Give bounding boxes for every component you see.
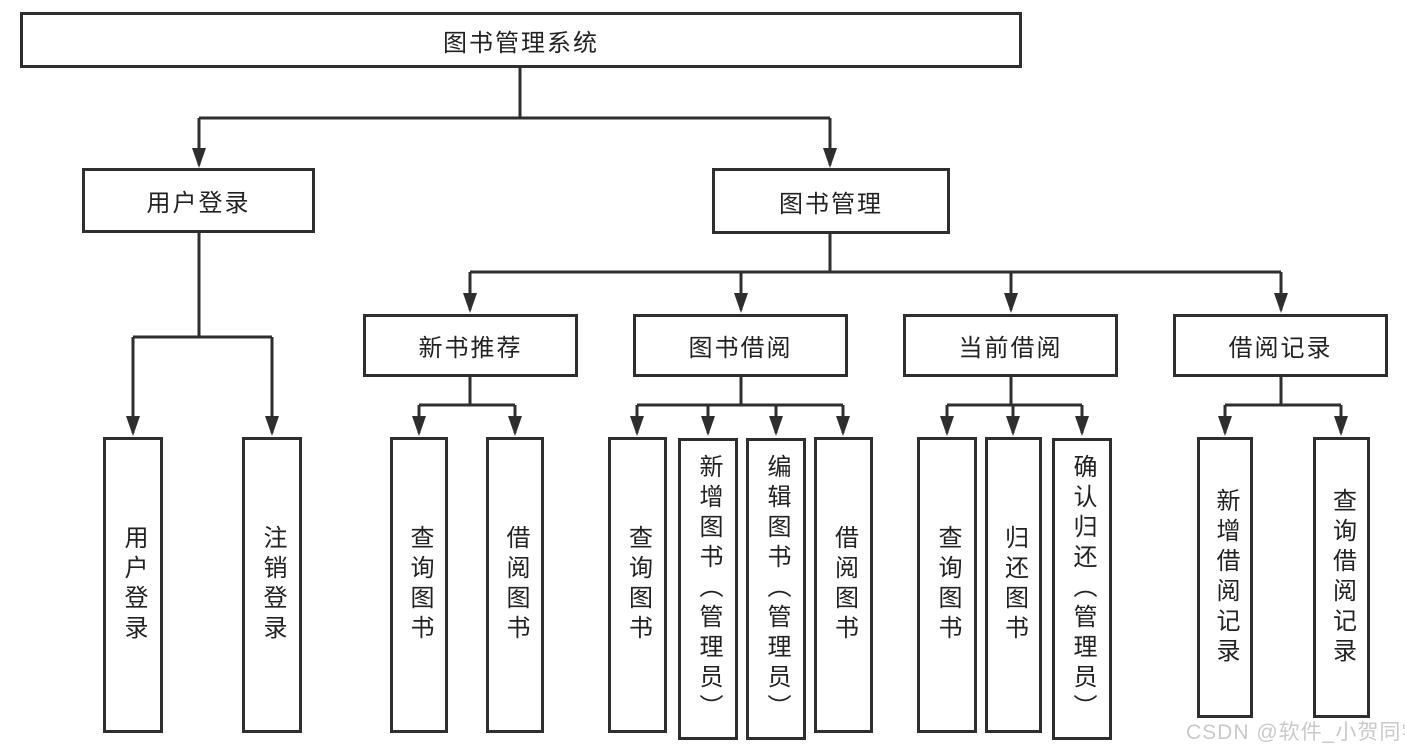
node-borrowing-records: 借阅记录 [1173, 314, 1388, 377]
leaf-label: 查询图书 [624, 525, 652, 645]
leaf-label: 借阅图书 [502, 525, 529, 645]
leaf-label: 编辑图书（管理员） [763, 454, 790, 724]
leaf-query-borrow-record: 查询借阅记录 [1313, 437, 1370, 718]
node-label: 新书推荐 [418, 335, 523, 362]
node-book-management: 图书管理 [712, 168, 950, 234]
leaf-query-books-1: 查询图书 [390, 437, 448, 733]
watermark-text: CSDN @软件_小贺同学 [1186, 721, 1405, 744]
leaf-borrow-books-1: 借阅图书 [486, 437, 544, 733]
leaf-add-borrow-record: 新增借阅记录 [1197, 437, 1253, 718]
node-current-borrowing: 当前借阅 [903, 314, 1118, 377]
node-label: 借阅记录 [1228, 335, 1333, 362]
node-book-borrowing: 图书借阅 [633, 314, 848, 377]
edge-user-login-split [133, 233, 272, 339]
leaf-label: 归还图书 [1000, 525, 1028, 645]
edge-book-management-split [470, 234, 1281, 274]
leaf-query-books-2: 查询图书 [608, 437, 667, 733]
leaf-add-books-admin: 新增图书（管理员） [678, 438, 738, 740]
leaf-label: 新增借阅记录 [1212, 487, 1239, 668]
leaf-edit-books-admin: 编辑图书（管理员） [746, 438, 806, 740]
leaf-label: 查询图书 [406, 525, 433, 645]
leaf-label: 确认归还（管理员） [1069, 454, 1096, 724]
leaf-label: 注销登录 [259, 525, 286, 645]
edge-book-borrowing-split [637, 377, 843, 407]
leaf-user-login: 用户登录 [103, 437, 163, 733]
node-label: 图书管理 [779, 190, 883, 218]
node-label: 图书借阅 [688, 335, 793, 362]
leaf-query-books-3: 查询图书 [917, 437, 977, 733]
leaf-borrow-books-2: 借阅图书 [814, 437, 873, 733]
node-label: 用户登录 [146, 190, 251, 217]
node-label: 当前借阅 [958, 335, 1063, 362]
leaf-confirm-return-admin: 确认归还（管理员） [1052, 438, 1112, 740]
edge-new-book-split [419, 377, 515, 407]
edge-borrowing-records-split [1225, 377, 1341, 407]
leaf-label: 查询图书 [934, 525, 961, 645]
edge-current-borrowing-split [947, 377, 1082, 407]
edge-root-split [199, 68, 830, 120]
leaf-return-books: 归还图书 [985, 437, 1042, 733]
node-library-management-system: 图书管理系统 [20, 12, 1022, 68]
node-user-login: 用户登录 [82, 168, 315, 233]
leaf-label: 查询借阅记录 [1328, 487, 1356, 668]
leaf-logout: 注销登录 [242, 437, 302, 733]
leaf-label: 借阅图书 [830, 525, 858, 645]
leaf-label: 用户登录 [120, 525, 147, 645]
leaf-label: 新增图书（管理员） [695, 454, 722, 724]
node-new-book-recommendation: 新书推荐 [363, 314, 578, 377]
node-label: 图书管理系统 [443, 29, 599, 57]
